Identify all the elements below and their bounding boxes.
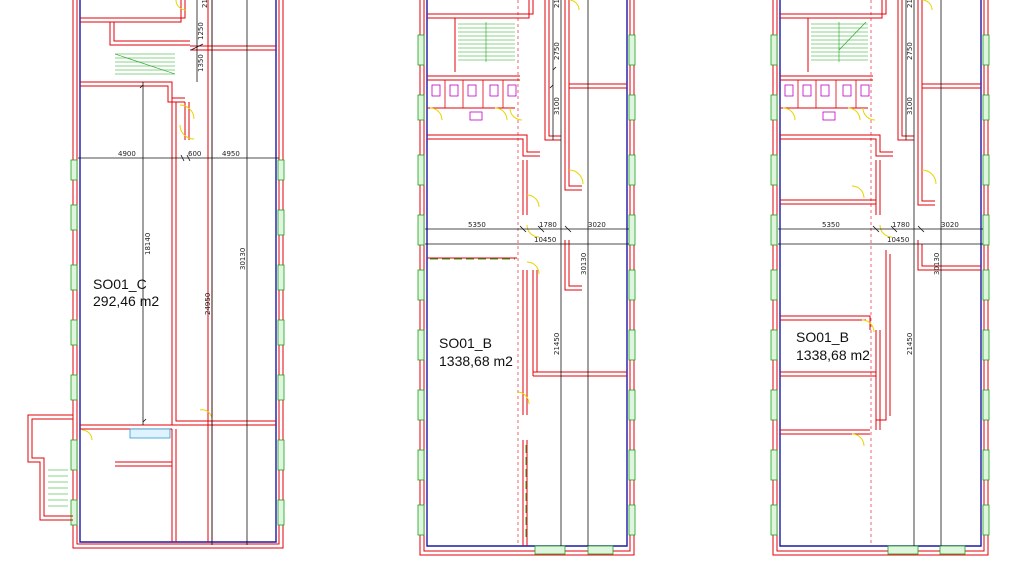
plan-panel-2: 5350 1780 3020 10450 30130 21450 2750 31… [417, 0, 636, 556]
outer-walls [772, 0, 989, 556]
building-outline [779, 0, 982, 547]
toilet-partitions [444, 80, 504, 108]
dim-label-4: 10450 [887, 236, 909, 244]
dim-label-3: 3020 [941, 221, 959, 229]
window-marks [770, 34, 990, 555]
dimension-lines [78, 0, 279, 545]
dim-label-1: 4900 [118, 150, 136, 158]
annex-stairs [48, 469, 68, 507]
stairs [458, 22, 515, 62]
dim-label-7: 2750 [906, 42, 914, 60]
dim-label-5: 30130 [580, 253, 588, 275]
door-swings [429, 0, 584, 405]
kitchen-fixture [129, 428, 171, 439]
door-swings [782, 0, 937, 447]
interior-walls [780, 0, 981, 435]
dim-label-2: 600 [188, 150, 201, 158]
room-id: SO01_B [796, 329, 849, 345]
entrance-annex [27, 414, 73, 521]
dim-label-3: 3020 [588, 221, 606, 229]
dim-label-6: 30130 [239, 248, 247, 270]
dim-label-5: 24950 [204, 293, 212, 315]
room-area: 1338,68 m2 [796, 347, 870, 363]
dim-label-9: 21 [553, 0, 561, 8]
dim-label-1: 5350 [822, 221, 840, 229]
dim-label-8: 3100 [553, 97, 561, 115]
plan-panel-1: 4900 600 4950 18140 24950 30130 1350 125… [27, 0, 285, 549]
stairs [811, 21, 868, 62]
stairs [114, 53, 176, 75]
room-area: 292,46 m2 [93, 293, 159, 309]
plan-panel-3: 5350 1780 3020 10450 30130 21450 2750 31… [770, 0, 990, 556]
dim-label-7: 2750 [553, 42, 561, 60]
dim-label-1: 5350 [468, 221, 486, 229]
dim-label-4: 18140 [144, 233, 152, 255]
dim-label-2: 1780 [892, 221, 910, 229]
interior-walls [427, 0, 627, 546]
dim-label-3: 4950 [222, 150, 240, 158]
toilet-fixtures [431, 84, 517, 121]
dim-label-2: 1780 [539, 221, 557, 229]
building-outline [79, 0, 277, 543]
dimension-lines [778, 0, 983, 546]
room-area: 1338,68 m2 [439, 353, 513, 369]
window-marks [417, 34, 636, 555]
dim-label-8: 3100 [906, 97, 914, 115]
dimension-lines [425, 0, 629, 546]
room-id: SO01_B [439, 335, 492, 351]
toilet-fixtures [784, 84, 870, 121]
dim-label-6: 21450 [906, 333, 914, 355]
glazed-partition [430, 258, 527, 540]
dim-label-9: 21 [906, 0, 914, 8]
dim-label-7: 1350 [197, 54, 205, 72]
dim-label-6: 21450 [553, 333, 561, 355]
window-marks [70, 159, 285, 526]
dim-label-9: 21 [201, 0, 209, 8]
toilet-partitions [797, 80, 857, 108]
room-id: SO01_C [93, 276, 147, 292]
dim-label-4: 10450 [534, 236, 556, 244]
dim-label-8: 1250 [197, 22, 205, 40]
dim-label-5: 30130 [933, 253, 941, 275]
